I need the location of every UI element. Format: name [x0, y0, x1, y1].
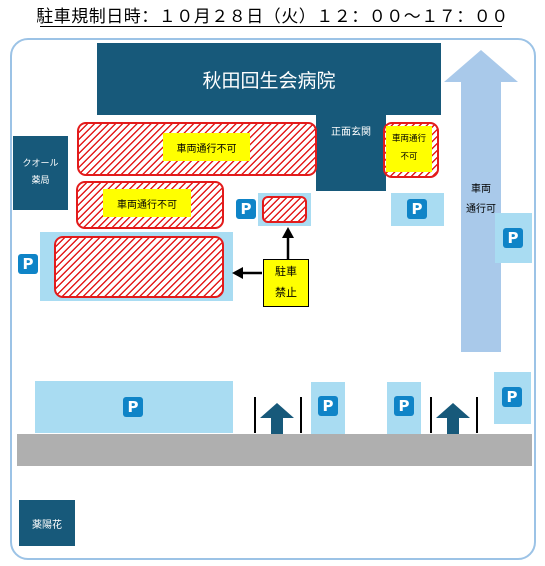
- shop-building: 薬陽花: [19, 500, 75, 546]
- page-title: 駐車規制日時：１０月２８日（火）１２：００～１７：００: [36, 7, 509, 27]
- title-underline: [40, 26, 502, 27]
- no-parking-label: 駐車禁止: [263, 259, 309, 307]
- traffic-allowed-label: 車両通行可: [466, 184, 496, 215]
- restricted-zone-4: [54, 236, 224, 298]
- lane-marker: [254, 397, 256, 433]
- parking-sign-left: P: [18, 254, 38, 274]
- one-way-lane-arrow: [444, 50, 518, 352]
- parking-sign-bottom-3: P: [394, 396, 414, 416]
- entry-arrow-right-icon: [436, 403, 470, 434]
- no-entry-label-1: 車両通行不可: [163, 133, 250, 161]
- parking-sign-right: P: [407, 199, 427, 219]
- lane-marker: [476, 397, 478, 433]
- road: [17, 434, 532, 466]
- no-entry-label-3: 車両通行不可: [103, 189, 191, 217]
- lane-marker: [300, 397, 302, 433]
- parking-sign-bottom-2: P: [318, 396, 338, 416]
- restricted-zone-5: [262, 196, 307, 223]
- parking-sign-bottom-left: P: [123, 397, 143, 417]
- hospital-building: 秋田回生会病院: [97, 43, 441, 115]
- parking-sign-far-right: P: [503, 228, 523, 248]
- pharmacy-building: クオール薬局: [13, 136, 68, 210]
- no-entry-label-2: 車両通行不可: [386, 126, 432, 172]
- main-entrance: 正面玄関: [316, 115, 386, 191]
- parking-sign-center: P: [236, 199, 256, 219]
- no-parking-arrows: [232, 227, 294, 279]
- entry-arrow-left-icon: [260, 403, 294, 434]
- parking-sign-bottom-right: P: [502, 387, 522, 407]
- lane-marker: [430, 397, 432, 433]
